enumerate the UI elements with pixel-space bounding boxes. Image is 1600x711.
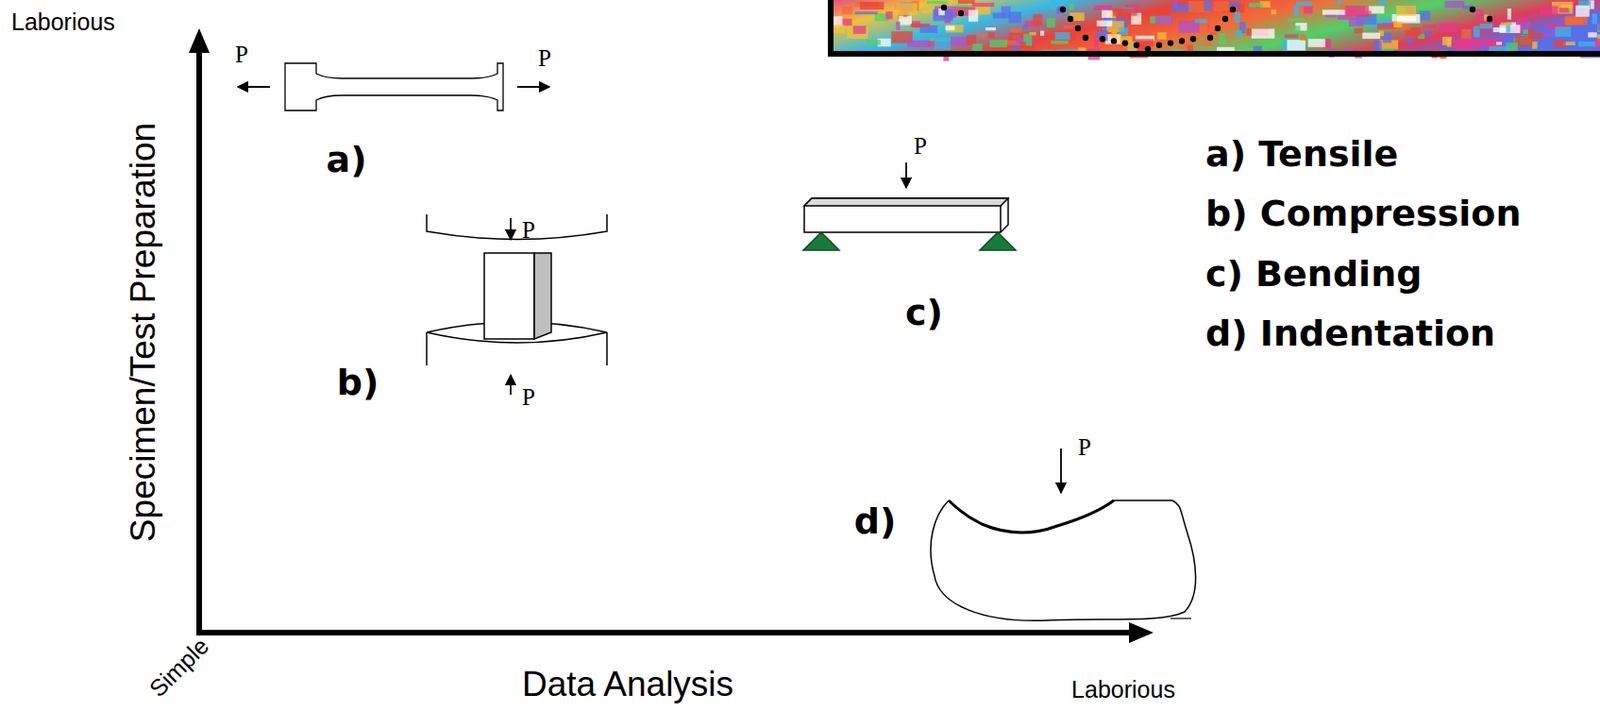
axes [188,28,1154,643]
callout-letter: b) [336,363,380,404]
load-label: P [522,217,536,244]
axis-end-label: Laborious [1071,676,1176,704]
test-list-item: d) Indentation [1205,314,1496,354]
tensile-specimen [237,63,550,111]
load-label: P [1077,434,1092,461]
compression-test [426,214,607,395]
test-list-item: b) Compression [1205,194,1522,235]
axis-end-label: Laborious [11,9,116,36]
load-label: P [235,41,249,68]
callout-letter: c) [905,293,944,334]
axis-origin-label: Simple [144,632,214,702]
load-label: P [913,133,927,160]
load-label: P [522,384,536,411]
axis-title: Data Analysis [522,665,734,705]
bending-test [803,162,1016,251]
axis-title: Specimen/Test Preparation [124,122,164,542]
test-list-item: c) Bending [1205,254,1422,295]
callout-letter: d) [854,502,897,542]
test-list-item: a) Tensile [1205,134,1398,175]
callout-letter: a) [325,140,367,181]
indentation-test [930,448,1196,621]
load-label: P [538,45,552,72]
micrograph [830,0,1600,62]
